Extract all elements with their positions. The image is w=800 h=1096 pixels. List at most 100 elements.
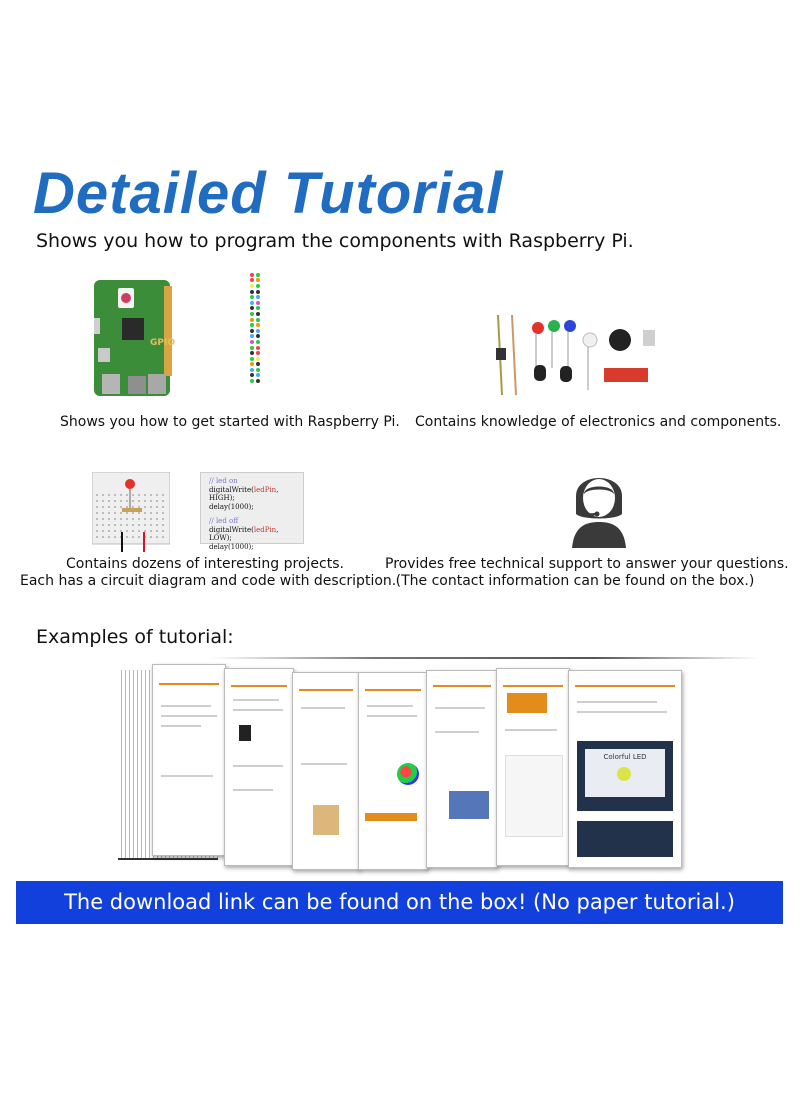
examples-label: Examples of tutorial: — [36, 626, 234, 648]
breadboard-hole — [108, 524, 110, 526]
support-headset-icon — [572, 478, 626, 548]
breadboard-hole — [96, 500, 98, 502]
breadboard-hole — [126, 518, 128, 520]
breadboard-hole — [102, 494, 104, 496]
breadboard-hole — [132, 530, 134, 532]
gpio-pin-row — [232, 306, 277, 312]
gpio-pin-row — [232, 283, 277, 289]
code-line-4: delay(1000); — [209, 542, 254, 551]
breadboard-hole — [144, 512, 146, 514]
breadboard-hole — [156, 500, 158, 502]
gpio-pin-row — [232, 367, 277, 373]
breadboard-hole — [96, 506, 98, 508]
breadboard-hole — [144, 500, 146, 502]
gpio-pin-row — [232, 362, 277, 368]
gpio-pin-row — [232, 334, 277, 340]
breadboard-hole — [120, 518, 122, 520]
breadboard-hole — [96, 512, 98, 514]
breadboard-hole — [156, 518, 158, 520]
gpio-pin-row — [232, 278, 277, 284]
breadboard-hole — [132, 494, 134, 496]
breadboard-hole — [132, 506, 134, 508]
breadboard-hole — [150, 524, 152, 526]
breadboard-hole — [120, 506, 122, 508]
breadboard-hole — [162, 518, 164, 520]
breadboard-hole — [150, 530, 152, 532]
gpio-pinout-diagram — [232, 272, 277, 408]
breadboard-hole — [114, 524, 116, 526]
gpio-pin-row — [232, 294, 277, 300]
breadboard-hole — [138, 494, 140, 496]
breadboard-hole — [132, 524, 134, 526]
breadboard-hole — [96, 524, 98, 526]
breadboard-hole — [144, 506, 146, 508]
breadboard-hole — [114, 536, 116, 538]
tutorial-page-5 — [426, 670, 498, 868]
breadboard-hole — [156, 506, 158, 508]
breadboard-hole — [102, 512, 104, 514]
breadboard-hole — [162, 512, 164, 514]
code-comment-on: // led on — [209, 477, 238, 485]
breadboard-hole — [138, 512, 140, 514]
breadboard-hole — [108, 494, 110, 496]
page-title: Detailed Tutorial — [33, 161, 504, 226]
code-line-2: delay(1000); — [209, 502, 254, 511]
breadboard-hole — [150, 512, 152, 514]
breadboard-hole — [156, 512, 158, 514]
breadboard-hole — [132, 500, 134, 502]
breadboard-hole — [162, 524, 164, 526]
breadboard-hole — [156, 530, 158, 532]
gpio-pin-row — [232, 378, 277, 384]
tutorial-page-2 — [224, 668, 294, 866]
breadboard-hole — [144, 518, 146, 520]
breadboard-hole — [102, 518, 104, 520]
breadboard-hole — [108, 500, 110, 502]
code-sample: // led on digitalWrite(ledPin, HIGH); de… — [200, 472, 304, 551]
code-comment-off: // led off — [209, 517, 239, 525]
gpio-pin-row — [232, 373, 277, 379]
breadboard-hole — [162, 494, 164, 496]
breadboard-hole — [132, 536, 134, 538]
breadboard-hole — [162, 506, 164, 508]
breadboard-hole — [120, 530, 122, 532]
breadboard-hole — [102, 500, 104, 502]
breadboard-hole — [108, 518, 110, 520]
code-line-1: digitalWrite(ledPin, HIGH); — [209, 485, 279, 503]
gpio-pin-row — [232, 328, 277, 334]
breadboard-hole — [96, 518, 98, 520]
breadboard-hole — [132, 518, 134, 520]
projects-caption: Contains dozens of interesting projects.… — [20, 556, 397, 589]
gpio-pin-row — [232, 339, 277, 345]
breadboard-hole — [156, 524, 158, 526]
breadboard-hole — [162, 530, 164, 532]
gpio-board-label: GPIO — [150, 338, 175, 348]
gpio-pin-row — [232, 345, 277, 351]
gpio-pin-row — [232, 272, 277, 278]
code-line-3: digitalWrite(ledPin, LOW); — [209, 525, 279, 543]
breadboard-hole — [138, 530, 140, 532]
breadboard-hole — [120, 524, 122, 526]
gpio-pin-row — [232, 322, 277, 328]
breadboard-hole — [114, 530, 116, 532]
breadboard-hole — [150, 518, 152, 520]
breadboard-hole — [114, 494, 116, 496]
breadboard-hole — [114, 500, 116, 502]
tutorial-page-6 — [496, 668, 570, 866]
breadboard-hole — [108, 512, 110, 514]
tutorial-page-7: Colorful LED — [568, 670, 682, 868]
breadboard-hole — [162, 500, 164, 502]
gpio-pin-row — [232, 289, 277, 295]
breadboard-hole — [144, 530, 146, 532]
breadboard-hole — [108, 530, 110, 532]
breadboard-hole — [96, 530, 98, 532]
electronics-caption: Contains knowledge of electronics and co… — [415, 414, 782, 430]
breadboard-hole — [138, 518, 140, 520]
breadboard-hole — [126, 500, 128, 502]
breadboard-hole — [156, 494, 158, 496]
gpio-pin-row — [232, 300, 277, 306]
breadboard-hole — [126, 536, 128, 538]
breadboard-hole — [96, 536, 98, 538]
breadboard-hole — [120, 500, 122, 502]
breadboard-hole — [150, 494, 152, 496]
breadboard-hole — [126, 494, 128, 496]
